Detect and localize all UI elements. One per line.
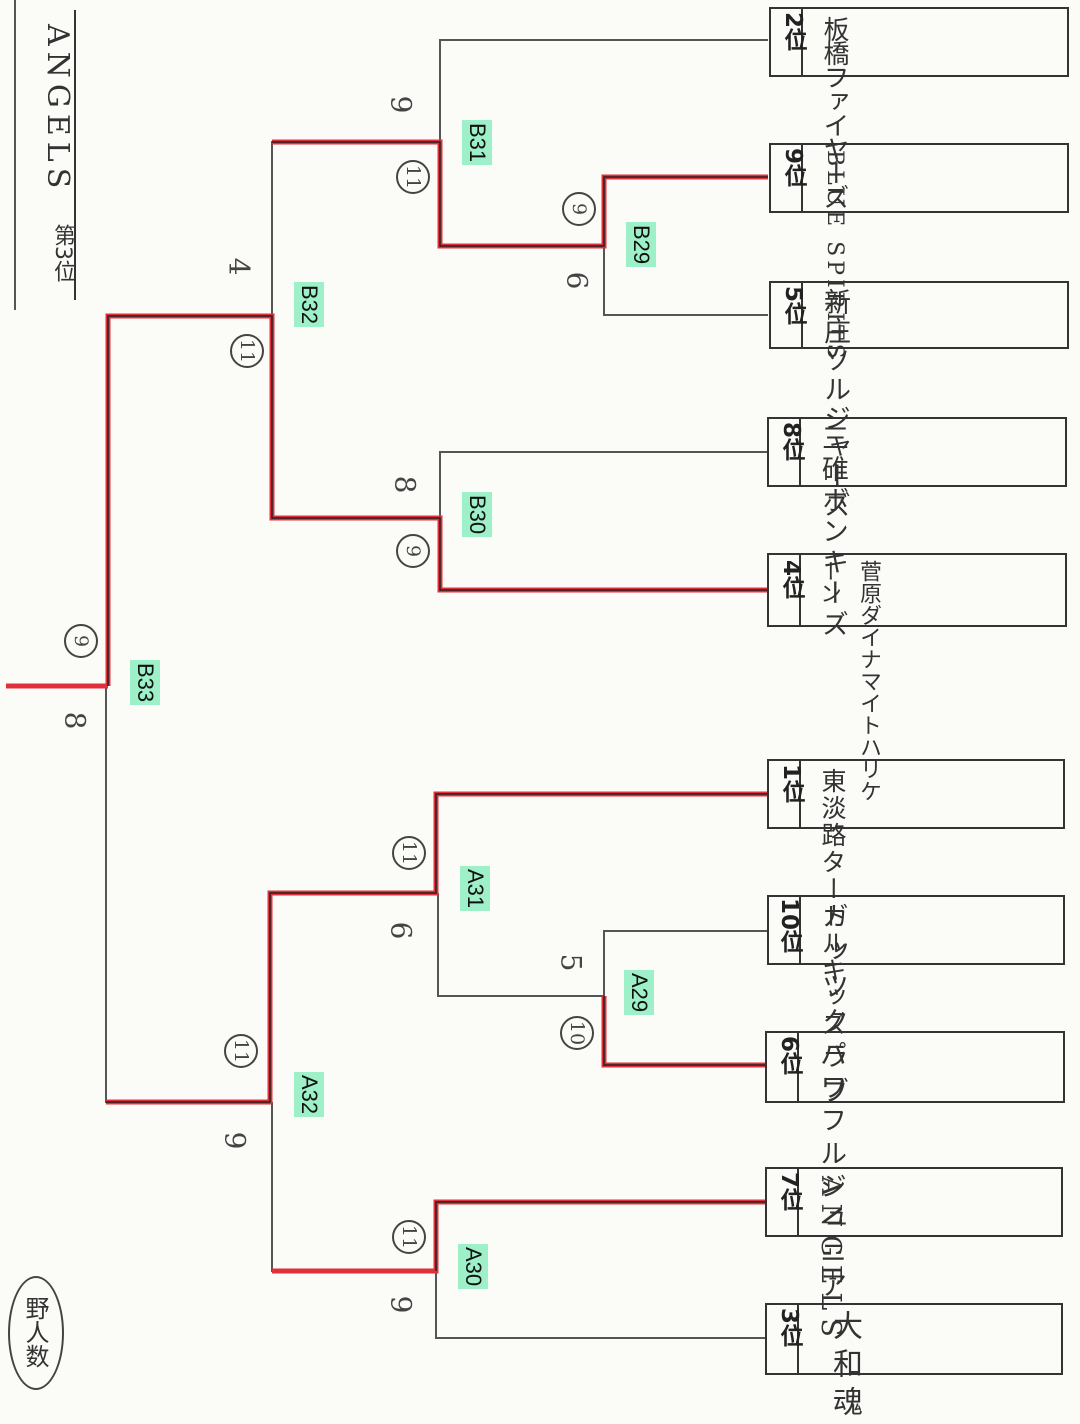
team-name-8: ANGELS [815, 1176, 846, 1345]
score-b31-bottom: 11 [396, 160, 430, 194]
match-label-b30: B30 [462, 492, 492, 538]
score-b31-top: 9 [384, 95, 418, 114]
match-label-a29: A29 [624, 970, 654, 1016]
match-label-b32: B32 [294, 282, 324, 328]
line-a29-top [603, 930, 768, 996]
team-boxes [765, 7, 1069, 1375]
third-place-label: 第3位 [50, 224, 75, 282]
team-box-3 [767, 417, 1067, 487]
score-b32-top: 4 [222, 257, 256, 276]
team-rank-0: 2位 [780, 12, 806, 52]
team-name-4: 菅原ダイナマイトハリケーン [816, 560, 881, 802]
score-b29-top: 9 [562, 192, 596, 226]
team-rank-1: 9位 [780, 148, 806, 188]
score-a31-top: 11 [392, 836, 426, 870]
team-name-6: ガッツクラブ [817, 902, 848, 1112]
team-name-5: 東淡路タートルキッズ [818, 768, 847, 1038]
team-rank-6: 10位 [776, 898, 802, 954]
team-box-4 [767, 553, 1067, 627]
team-rank-4: 4位 [778, 560, 804, 600]
bracket-base-lines [105, 39, 768, 1339]
team-name-7: パワフルジュニア [815, 1040, 846, 1304]
score-b29-bottom: 6 [560, 271, 594, 290]
team-box-5 [767, 759, 1065, 829]
bracket-lines [6, 7, 1069, 1375]
line-a31-bottom [437, 893, 604, 997]
win-b30 [105, 313, 768, 686]
score-b33-top: 9 [64, 624, 98, 658]
win-b29 [272, 139, 768, 249]
team-box-6 [767, 895, 1065, 965]
team-name-3: 三碓ボンキーズ [817, 424, 848, 641]
team-name-1: BLUE SPIRITS [822, 150, 847, 363]
score-b33-bottom: 8 [58, 711, 92, 730]
team-name-0: 板橋ファイヤーズ [819, 16, 849, 208]
score-a32-bottom: 9 [218, 1131, 252, 1150]
score-a29-top: 5 [554, 953, 588, 972]
score-b32-bottom: 11 [230, 334, 264, 368]
team-rank-5: 1位 [778, 764, 804, 804]
team-rank-2: 5位 [780, 286, 806, 326]
team-name-2: 新庄ソルジャーズ [819, 288, 850, 520]
team-box-2 [769, 281, 1069, 349]
team-rank-7: 6位 [776, 1036, 802, 1076]
team-box-8 [765, 1167, 1063, 1237]
score-a31-bottom: 6 [384, 921, 418, 940]
line-b30-top [439, 451, 768, 518]
match-label-b29: B29 [626, 222, 656, 268]
header-underline [74, 10, 76, 300]
team-rank-3: 8位 [778, 422, 804, 462]
line-b31-top [439, 39, 768, 142]
match-label-b33: B33 [130, 660, 160, 706]
header-frame-line [0, 0, 16, 310]
match-label-a30: A30 [458, 1244, 488, 1290]
score-b30-bottom: 9 [396, 534, 430, 568]
match-label-b31: B31 [462, 120, 492, 166]
score-b30-top: 8 [388, 475, 422, 494]
win-a30 [272, 1199, 768, 1274]
team-rank-8: 7位 [776, 1172, 802, 1212]
score-a32-top: 11 [224, 1034, 258, 1068]
match-label-a31: A31 [460, 866, 490, 912]
score-a29-bottom: 10 [560, 1016, 594, 1050]
team-box-9 [765, 1303, 1063, 1375]
team-box-1 [769, 143, 1069, 213]
match-label-a32: A32 [294, 1072, 324, 1118]
line-a30-bottom [435, 1271, 768, 1339]
score-a30-top: 11 [392, 1220, 426, 1254]
team-box-0 [769, 7, 1069, 77]
team-rank-9: 3位 [776, 1308, 802, 1348]
score-a30-bottom: 9 [384, 1295, 418, 1314]
team-box-7 [765, 1031, 1065, 1103]
rank-dividers [797, 8, 803, 1374]
line-b29-bottom [603, 246, 768, 316]
third-place-team: ANGELS [40, 24, 75, 195]
team-name-9: 大和魂 [827, 1310, 862, 1424]
